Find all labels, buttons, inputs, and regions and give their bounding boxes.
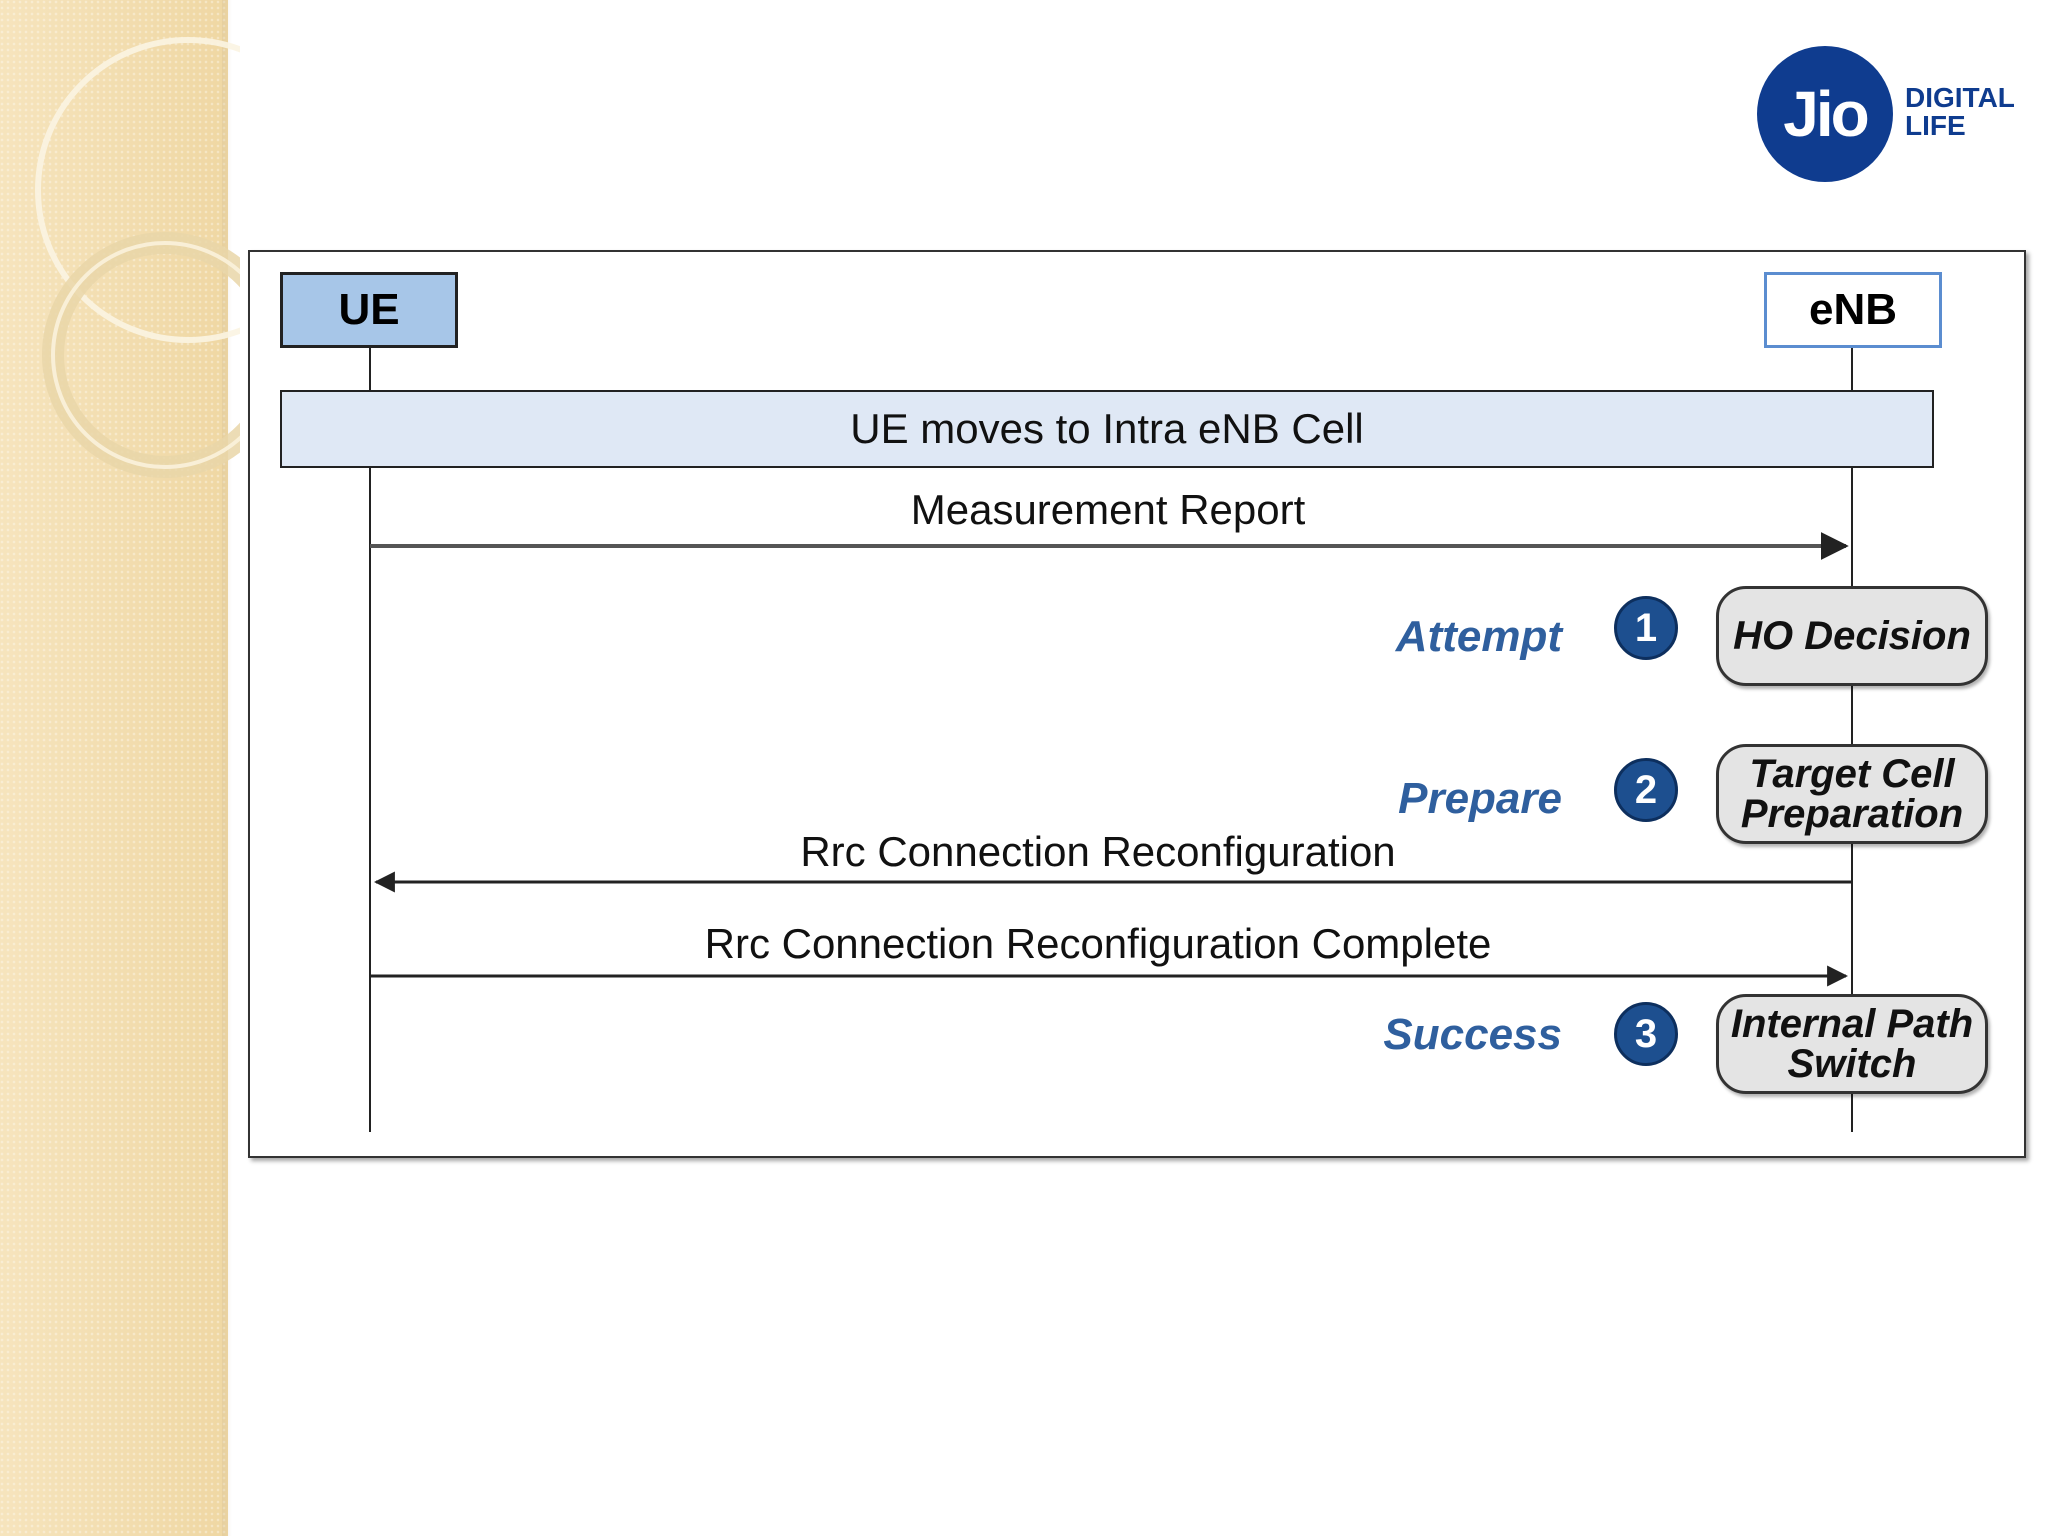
phase-success-label: Success <box>1383 1010 1562 1059</box>
logo-mark: Jio <box>1757 46 1893 182</box>
phase-prepare-label: Prepare <box>1398 774 1562 823</box>
rrc-reconfig-label: Rrc Connection Reconfiguration <box>800 828 1396 875</box>
target-cell-line-1: Target Cell <box>1749 752 1955 796</box>
ho-decision-box: HO Decision <box>1716 586 1988 686</box>
internal-path-switch-box: Internal Path Switch <box>1716 994 1988 1094</box>
measurement-report-label: Measurement Report <box>910 486 1306 533</box>
sequence-diagram: UE eNB UE moves to Intra eNB Cell Measur… <box>248 250 2026 1158</box>
logo-wordmark: DIGITAL LIFE <box>1905 84 2015 140</box>
phase-attempt-label: Attempt <box>1395 612 1562 661</box>
ring-small-highlight <box>51 241 240 469</box>
phase-1-badge: 1 <box>1614 596 1678 660</box>
internal-path-line-2: Switch <box>1787 1042 1917 1086</box>
actor-ue: UE <box>280 272 458 348</box>
target-cell-preparation-box: Target Cell Preparation <box>1716 744 1988 844</box>
rrc-reconfig-complete-label: Rrc Connection Reconfiguration Complete <box>704 920 1492 967</box>
decorative-rings <box>35 37 240 478</box>
ring-small <box>42 232 240 478</box>
ring-large <box>35 37 240 343</box>
ho-decision-text: HO Decision <box>1733 614 1971 658</box>
jio-logo: Jio DIGITAL LIFE <box>1757 46 2017 182</box>
side-band-shadow <box>222 0 232 1536</box>
logo-line-2: LIFE <box>1905 110 1966 141</box>
actor-enb: eNB <box>1764 272 1942 348</box>
logo-line-1: DIGITAL <box>1905 82 2015 113</box>
internal-path-line-1: Internal Path <box>1730 1002 1974 1046</box>
phase-3-badge: 3 <box>1614 1002 1678 1066</box>
ue-moves-banner: UE moves to Intra eNB Cell <box>280 390 1934 468</box>
target-cell-line-2: Preparation <box>1740 792 1964 836</box>
phase-2-badge: 2 <box>1614 758 1678 822</box>
